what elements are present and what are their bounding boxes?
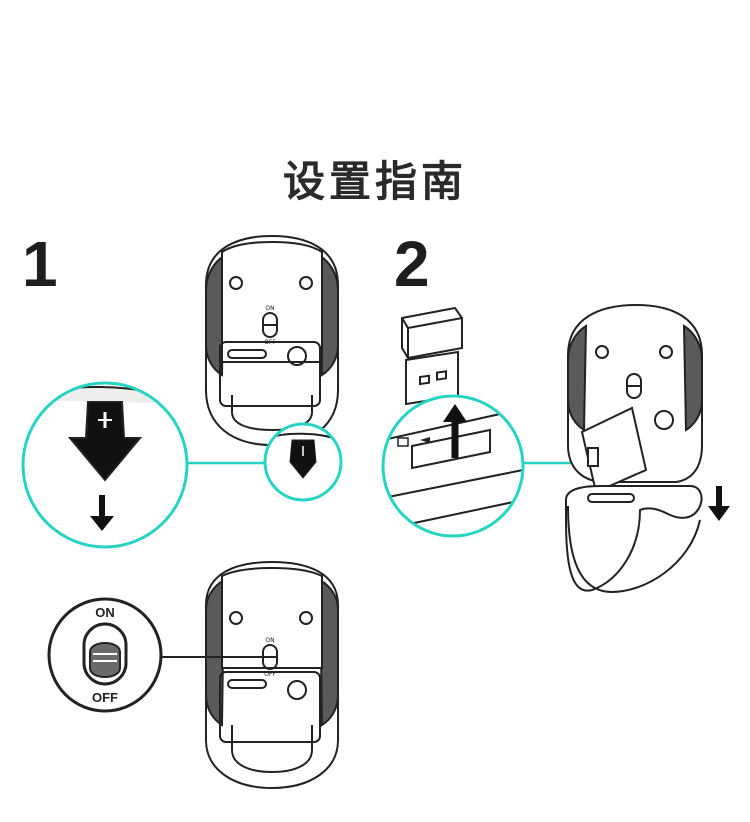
tab-callout-small	[263, 422, 343, 502]
switch-off-label: OFF	[92, 690, 118, 705]
step-2-number: 2	[394, 228, 430, 300]
open-mouse-down-arrow-icon	[708, 486, 730, 521]
mouse-top-illustration	[205, 234, 339, 447]
tab-callout-large	[21, 381, 189, 549]
step-1-number: 1	[22, 228, 58, 300]
mouse-open-illustration	[565, 303, 703, 594]
mouse-top-on-label: ON	[265, 305, 274, 312]
mouse-bottom-illustration	[205, 560, 339, 790]
mouse-top-switch-labels: ON OFF	[264, 305, 276, 346]
usb-receiver-icon	[401, 306, 463, 406]
mouse-top-off-label: OFF	[264, 339, 276, 346]
power-switch-callout	[47, 597, 163, 713]
insert-up-arrow-icon	[443, 404, 467, 458]
mouse-bottom-on-label: ON	[265, 637, 274, 644]
switch-on-label: ON	[95, 605, 115, 620]
pull-down-arrow-icon	[90, 495, 114, 531]
mouse-bottom-off-label: OFF	[264, 671, 276, 678]
page-title: 设置指南	[282, 157, 467, 206]
